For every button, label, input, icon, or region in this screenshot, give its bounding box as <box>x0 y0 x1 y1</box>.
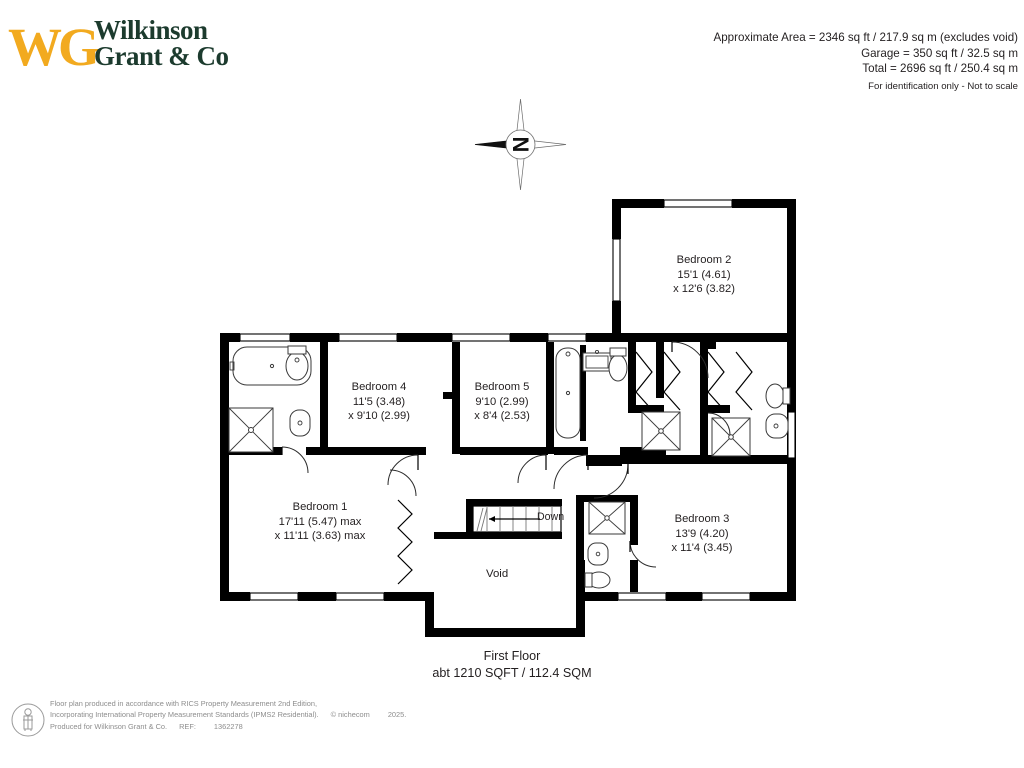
windows <box>787 411 796 459</box>
logo-monogram: WG <box>8 17 100 77</box>
footer-text: Floor plan produced in accordance with R… <box>50 698 406 732</box>
footer-line-2-wrap: Incorporating International Property Mea… <box>50 709 406 720</box>
room-label-bedroom-3: Bedroom 3 13'9 (4.20) x 11'4 (3.45) <box>652 512 752 556</box>
area-summary: Approximate Area = 2346 sq ft / 217.9 sq… <box>714 30 1019 94</box>
bedroom-3-dim-length: 13'9 (4.20) <box>675 527 729 540</box>
floor-title-block: First Floor abt 1210 SQFT / 112.4 SQM <box>0 648 1024 682</box>
bedroom-2-dim-width: x 12'6 (3.82) <box>673 283 735 295</box>
floor-area: abt 1210 SQFT / 112.4 SQM <box>432 666 592 680</box>
footer-ref-value: 1362278 <box>213 721 243 731</box>
north-compass-icon: N <box>474 98 567 191</box>
bedroom-5-name: Bedroom 5 <box>474 381 530 393</box>
room-label-bedroom-2: Bedroom 2 15'1 (4.61) x 12'6 (3.82) <box>654 253 754 297</box>
left-bathroom-fixtures <box>228 345 312 453</box>
bedroom-1-dim-width: x 11'11 (3.63) max <box>274 530 366 542</box>
family-bathroom-fixtures <box>555 347 628 439</box>
logo-brand-line-2: Grant & Co <box>94 41 229 71</box>
bedroom-4-dim-width: x 9'10 (2.99) <box>348 410 410 422</box>
footer-line-2: Incorporating International Property Mea… <box>50 710 319 720</box>
footer-ref-label: REF: <box>179 721 196 731</box>
bedroom-3-name: Bedroom 3 <box>674 513 730 525</box>
room-label-bedroom-5: Bedroom 5 9'10 (2.99) x 8'4 (2.53) <box>456 380 548 424</box>
stairs-down-label: Down <box>537 511 565 523</box>
footer-copyright: © nichecom <box>330 710 370 720</box>
total-area-text: Total = 2696 sq ft / 250.4 sq m <box>862 62 1018 75</box>
bedroom-2-name: Bedroom 2 <box>676 254 732 266</box>
bedroom-5-dim-width: x 8'4 (2.53) <box>474 410 530 422</box>
disclaimer-not-to-scale: For identification only - Not to scale <box>868 80 1018 92</box>
bedroom-3-dim-width: x 11'4 (3.45) <box>671 542 733 554</box>
footer-line-3-wrap: Produced for Wilkinson Grant & Co. REF: 13… <box>50 721 406 732</box>
footer: Floor plan produced in accordance with R… <box>10 698 610 748</box>
logo-brand-line-1: Wilkinson <box>94 15 208 45</box>
room-label-bedroom-4: Bedroom 4 11'5 (3.48) x 9'10 (2.99) <box>333 380 425 424</box>
main-block-walls <box>220 333 796 637</box>
bedroom-1-dim-length: 17'11 (5.47) max <box>278 515 362 528</box>
logo-brand-name: Wilkinson Grant & Co <box>94 15 229 71</box>
structural-walls <box>612 199 796 464</box>
bedroom-4-dim-length: 11'5 (3.48) <box>352 395 406 408</box>
right-ensuite-2-fixtures <box>711 383 791 457</box>
bedroom-1-name: Bedroom 1 <box>292 501 348 513</box>
compass-north-letter: N <box>508 137 533 153</box>
approximate-area-text: Approximate Area = 2346 sq ft / 217.9 sq… <box>713 31 1019 44</box>
person-in-circle-icon <box>11 703 45 737</box>
void-label: Void <box>486 568 509 580</box>
footer-line-1: Floor plan produced in accordance with R… <box>50 699 318 708</box>
bedroom3-ensuite-fixtures <box>584 501 626 589</box>
bedroom-5-dim-length: 9'10 (2.99) <box>475 395 529 408</box>
right-ensuite-fixtures <box>641 411 681 451</box>
floor-name: First Floor <box>483 649 541 663</box>
room-label-bedroom-1: Bedroom 1 17'11 (5.47) max x 11'11 (3.63… <box>255 500 385 544</box>
bedroom-2-dim-length: 15'1 (4.61) <box>677 268 731 281</box>
company-logo: WG Wilkinson Grant & Co <box>8 14 248 84</box>
bedroom-4-name: Bedroom 4 <box>351 381 407 393</box>
garage-area-text: Garage = 350 sq ft / 32.5 sq m <box>861 46 1018 60</box>
footer-line-3: Produced for Wilkinson Grant & Co. <box>50 721 168 731</box>
footer-year: 2025. <box>387 710 407 720</box>
